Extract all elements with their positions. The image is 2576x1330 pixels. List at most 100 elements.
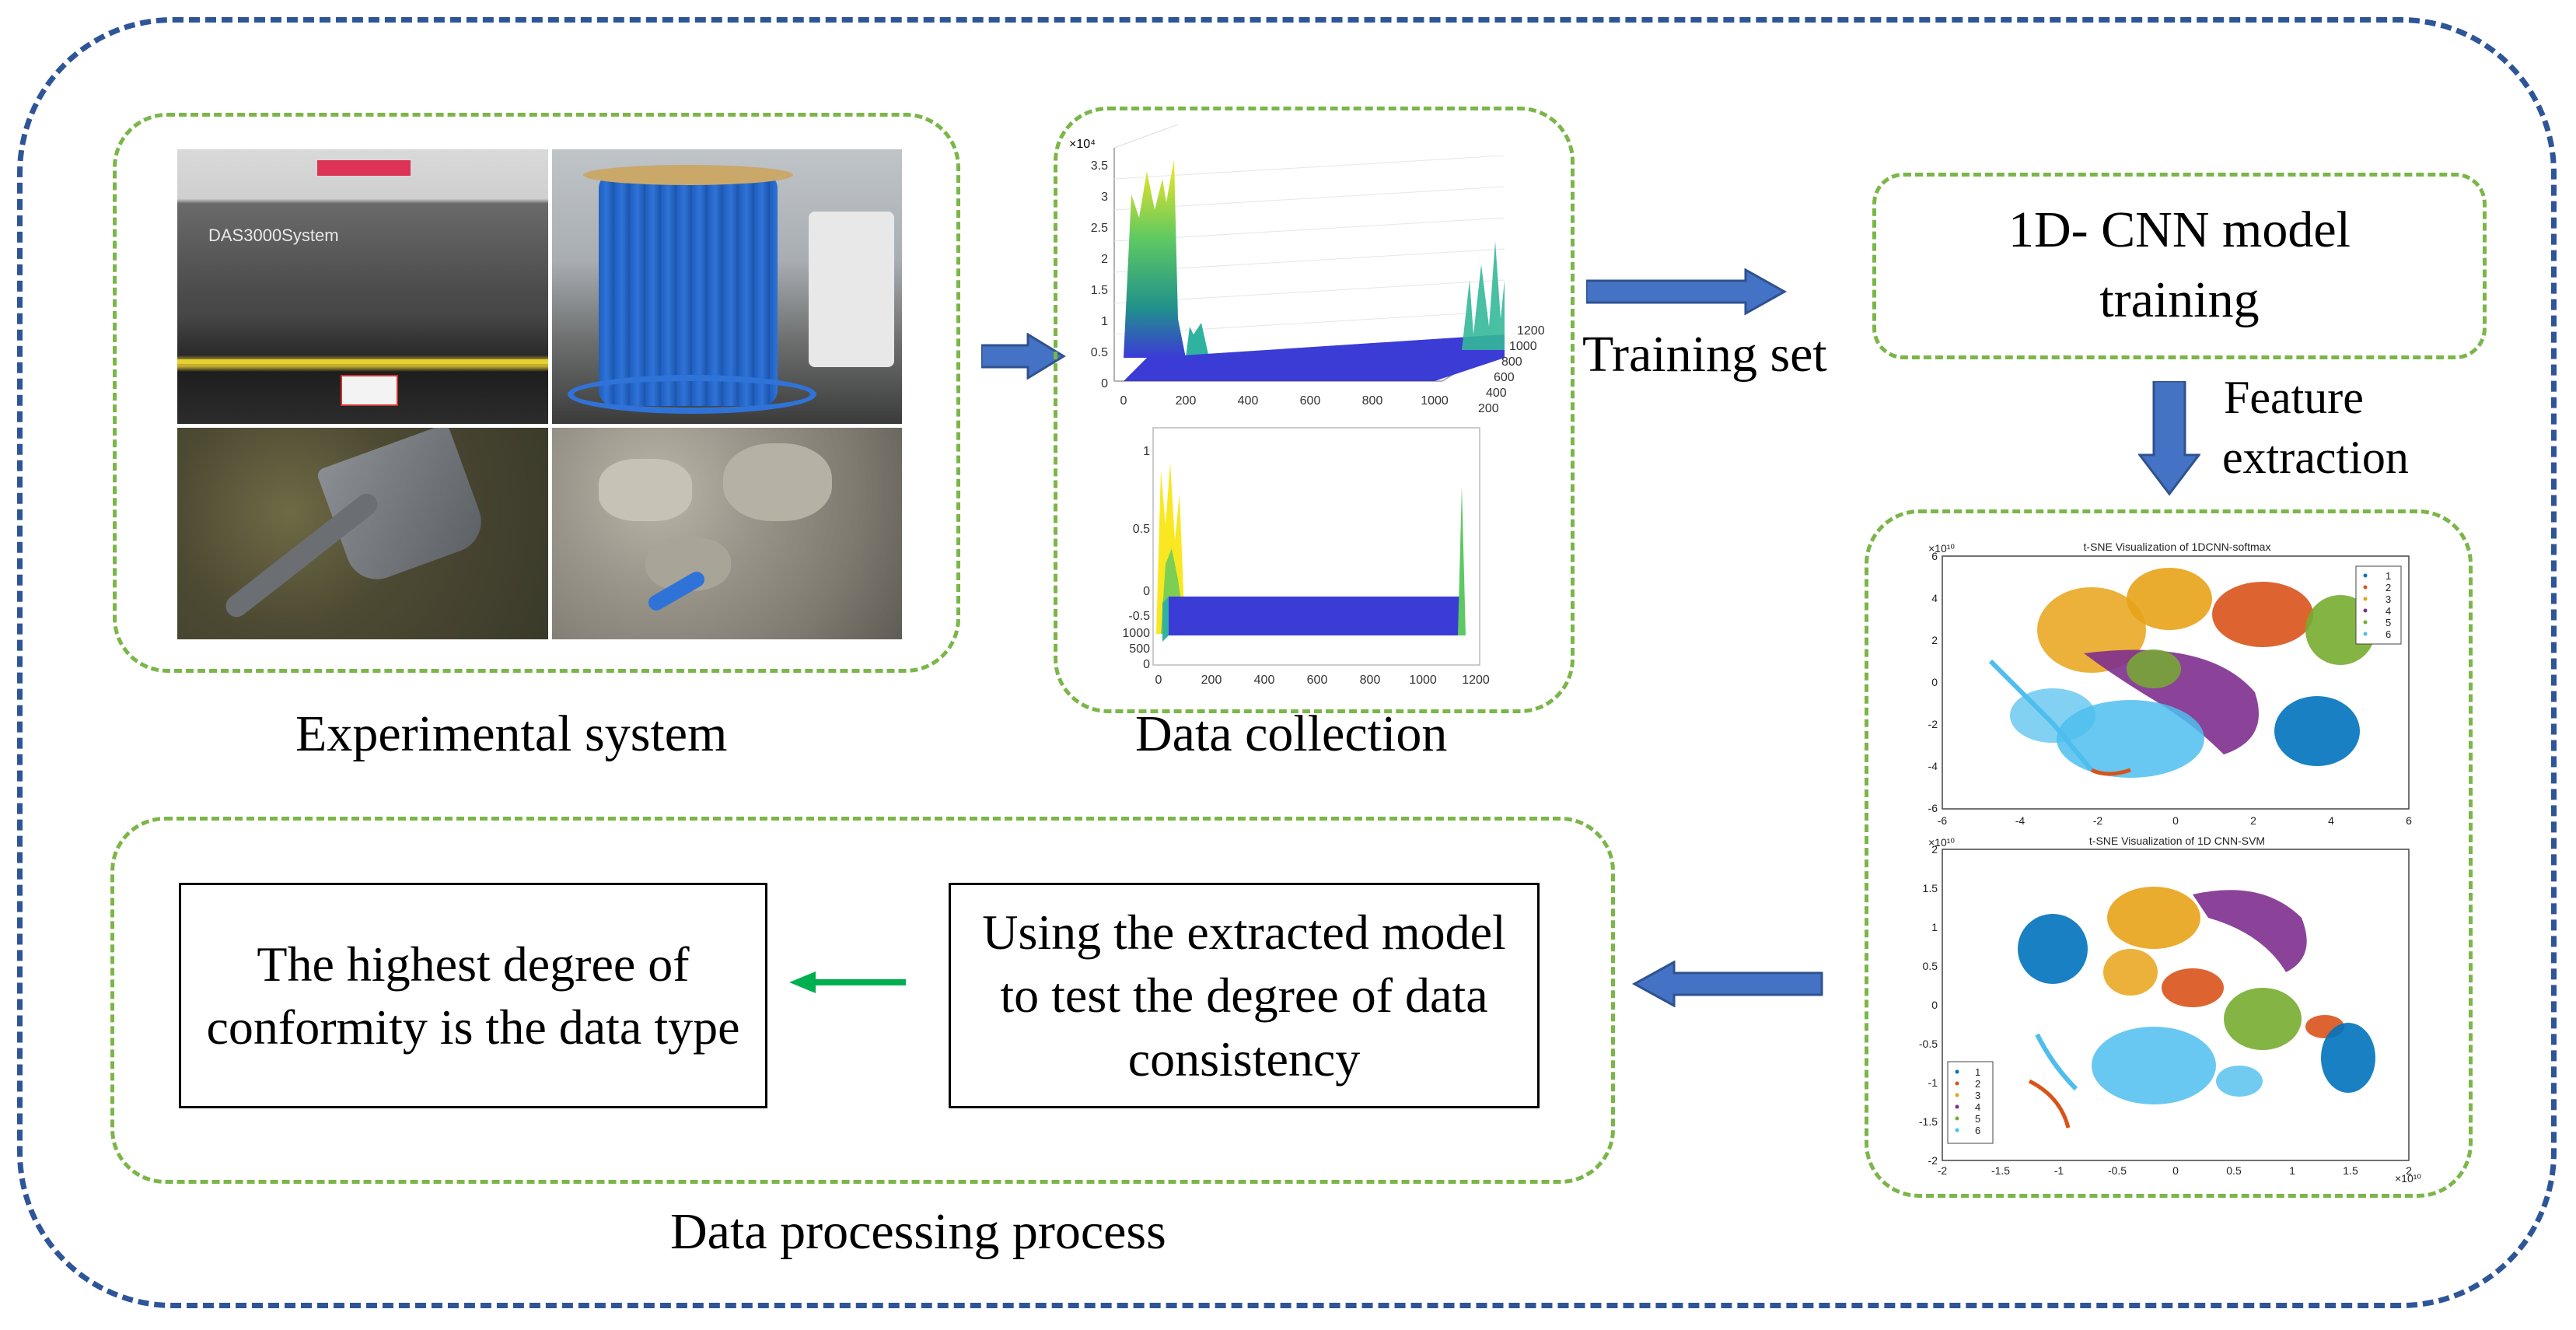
wf-y-tick: 1000 <box>1509 340 1537 353</box>
tsne2-x-tick: -2 <box>1938 1164 1948 1177</box>
tsne2-y-tick: 0.5 <box>1923 960 1938 972</box>
wf-x-tick: 200 <box>1176 394 1197 408</box>
wf2-z-tick: -0.5 <box>1128 610 1150 623</box>
outer-frame <box>17 17 2557 1308</box>
arrow-to-cnn-training <box>1586 268 1788 315</box>
tsne1-y-tick: -2 <box>1928 718 1938 730</box>
wf-z-tick: 1.5 <box>1091 284 1108 297</box>
wf2-z-tick: 0.5 <box>1133 523 1150 536</box>
waterfall-plot-bottom: 1 0.5 0 -0.5 1000 500 0 0 200 400 600 80… <box>1122 427 1490 687</box>
tsne2-y-tick: -0.5 <box>1919 1038 1938 1050</box>
tsne2-x-tick: 0.5 <box>2226 1164 2242 1177</box>
wf2-y-tick: 1000 <box>1122 627 1150 640</box>
tsne2-exponent: ×10¹⁰ <box>1928 836 1955 849</box>
test-model-box: Using the extracted model to test the de… <box>949 883 1540 1108</box>
tsne1-y-tick: 4 <box>1931 592 1938 604</box>
cnn-training-line-2: training <box>2099 271 2260 328</box>
tsne2-title: t-SNE Visualization of 1D CNN-SVM <box>2089 835 2265 847</box>
tsne-plot-svm: t-SNE Visualization of 1D CNN-SVM ×10¹⁰ … <box>1919 835 2422 1185</box>
label-training-set: Training set <box>1582 326 1827 383</box>
tsne1-legend: 6 <box>2386 628 2391 640</box>
arrow-to-data-collection <box>981 333 1066 380</box>
wf2-x-tick: 1200 <box>1462 674 1490 687</box>
data-processing-group <box>110 817 1615 1184</box>
tsne1-x-tick: -2 <box>2093 814 2103 827</box>
tsne2-legend: 2 <box>1975 1078 1980 1090</box>
wf-y-tick: 800 <box>1501 355 1522 369</box>
wf2-x-tick: 800 <box>1360 674 1381 687</box>
arrow-to-test-model <box>1631 961 1823 1007</box>
tsne1-exponent: ×10¹⁰ <box>1928 542 1955 555</box>
tsne2-y-tick: 2 <box>1931 843 1938 856</box>
tsne2-x-tick: -1.5 <box>1991 1164 2010 1177</box>
arrow-to-feature-extraction <box>2138 381 2200 496</box>
tsne2-x-tick: 1.5 <box>2343 1164 2358 1177</box>
label-data-processing: Data processing process <box>670 1203 1166 1260</box>
tsne1-legend: 3 <box>2386 593 2391 605</box>
wf-x-tick: 0 <box>1120 394 1127 408</box>
wf-y-tick: 600 <box>1494 371 1515 384</box>
wf2-z-tick: 1 <box>1143 445 1150 458</box>
wf2-y-tick: 0 <box>1143 658 1150 671</box>
wf2-x-tick: 600 <box>1307 674 1328 687</box>
wf2-z-tick: 0 <box>1143 585 1150 598</box>
wf2-x-tick: 0 <box>1155 674 1162 687</box>
label-data-collection: Data collection <box>1135 705 1448 762</box>
waterfall-plot-top: ×10⁴ 3.5 3 2.5 2 1.5 1 0.5 0 0 200 400 6… <box>1069 124 1545 415</box>
device-label: DAS3000System <box>208 226 339 245</box>
data-collection-group <box>1054 107 1575 713</box>
cnn-training-group <box>1872 173 2487 359</box>
wf-z-tick: 2.5 <box>1091 222 1108 235</box>
tsne1-x-tick: -4 <box>2015 814 2025 827</box>
tsne2-x-tick: -1 <box>2054 1164 2064 1177</box>
waterfall-exponent: ×10⁴ <box>1069 138 1096 151</box>
wf-z-tick: 3 <box>1101 191 1108 204</box>
wf2-x-tick: 200 <box>1201 674 1222 687</box>
tsne1-y-tick: -4 <box>1928 760 1938 772</box>
photo-collage: DAS3000System <box>177 149 902 639</box>
tsne2-y-tick: 1 <box>1931 921 1938 933</box>
tsne2-x-tick: 2 <box>2406 1164 2412 1177</box>
tsne1-x-tick: 2 <box>2250 814 2256 827</box>
tsne2-legend: 1 <box>1975 1066 1980 1078</box>
tsne2-y-tick: -1.5 <box>1919 1115 1938 1128</box>
soil-cable-photo <box>552 428 902 639</box>
experimental-system-group <box>113 113 960 673</box>
tsne2-legend: 3 <box>1975 1090 1980 1101</box>
tsne1-y-tick: 0 <box>1931 676 1938 688</box>
tsne2-legend: 4 <box>1975 1101 1980 1113</box>
tsne1-title: t-SNE Visualization of 1DCNN-softmax <box>2084 541 2271 553</box>
wf-x-tick: 400 <box>1238 394 1259 408</box>
tsne1-y-tick: -6 <box>1928 802 1938 814</box>
label-experimental-system: Experimental system <box>295 705 728 762</box>
tsne-group <box>1865 509 2473 1198</box>
tsne2-x-tick: 1 <box>2289 1164 2295 1177</box>
das-device-photo: DAS3000System <box>177 149 548 424</box>
wf-y-tick: 1200 <box>1517 324 1545 338</box>
wf-y-tick: 200 <box>1478 402 1499 415</box>
wf-y-tick: 400 <box>1486 387 1507 400</box>
tsne1-legend: 1 <box>2386 570 2391 582</box>
tsne1-legend: 2 <box>2386 582 2391 593</box>
tsne2-x-tick: 0 <box>2172 1164 2179 1177</box>
arrow-green-to-result <box>789 971 906 993</box>
wf2-x-tick: 1000 <box>1409 674 1437 687</box>
tsne2-legend: 5 <box>1975 1113 1980 1125</box>
wf-x-tick: 600 <box>1300 394 1321 408</box>
tsne-plot-softmax: t-SNE Visualization of 1DCNN-softmax ×10… <box>1928 541 2413 827</box>
tsne1-y-tick: 2 <box>1931 634 1938 646</box>
tsne2-y-tick: 0 <box>1931 999 1938 1011</box>
tsne1-x-tick: 4 <box>2328 814 2334 827</box>
wf2-x-tick: 400 <box>1254 674 1275 687</box>
label-feature-2: extraction <box>2222 432 2409 483</box>
wf-z-tick: 1 <box>1101 315 1108 328</box>
tsne2-x-tick: -0.5 <box>2108 1164 2127 1177</box>
tsne1-legend: 4 <box>2386 605 2391 617</box>
wf2-y-tick: 500 <box>1129 642 1150 656</box>
wf-z-tick: 0.5 <box>1091 346 1108 359</box>
tsne2-y-tick: -2 <box>1928 1154 1938 1167</box>
highest-degree-box: The highest degree of conformity is the … <box>179 883 767 1108</box>
wf-x-tick: 800 <box>1362 394 1383 408</box>
tsne2-y-tick: 1.5 <box>1923 882 1938 894</box>
tsne1-x-tick: 0 <box>2172 814 2179 827</box>
